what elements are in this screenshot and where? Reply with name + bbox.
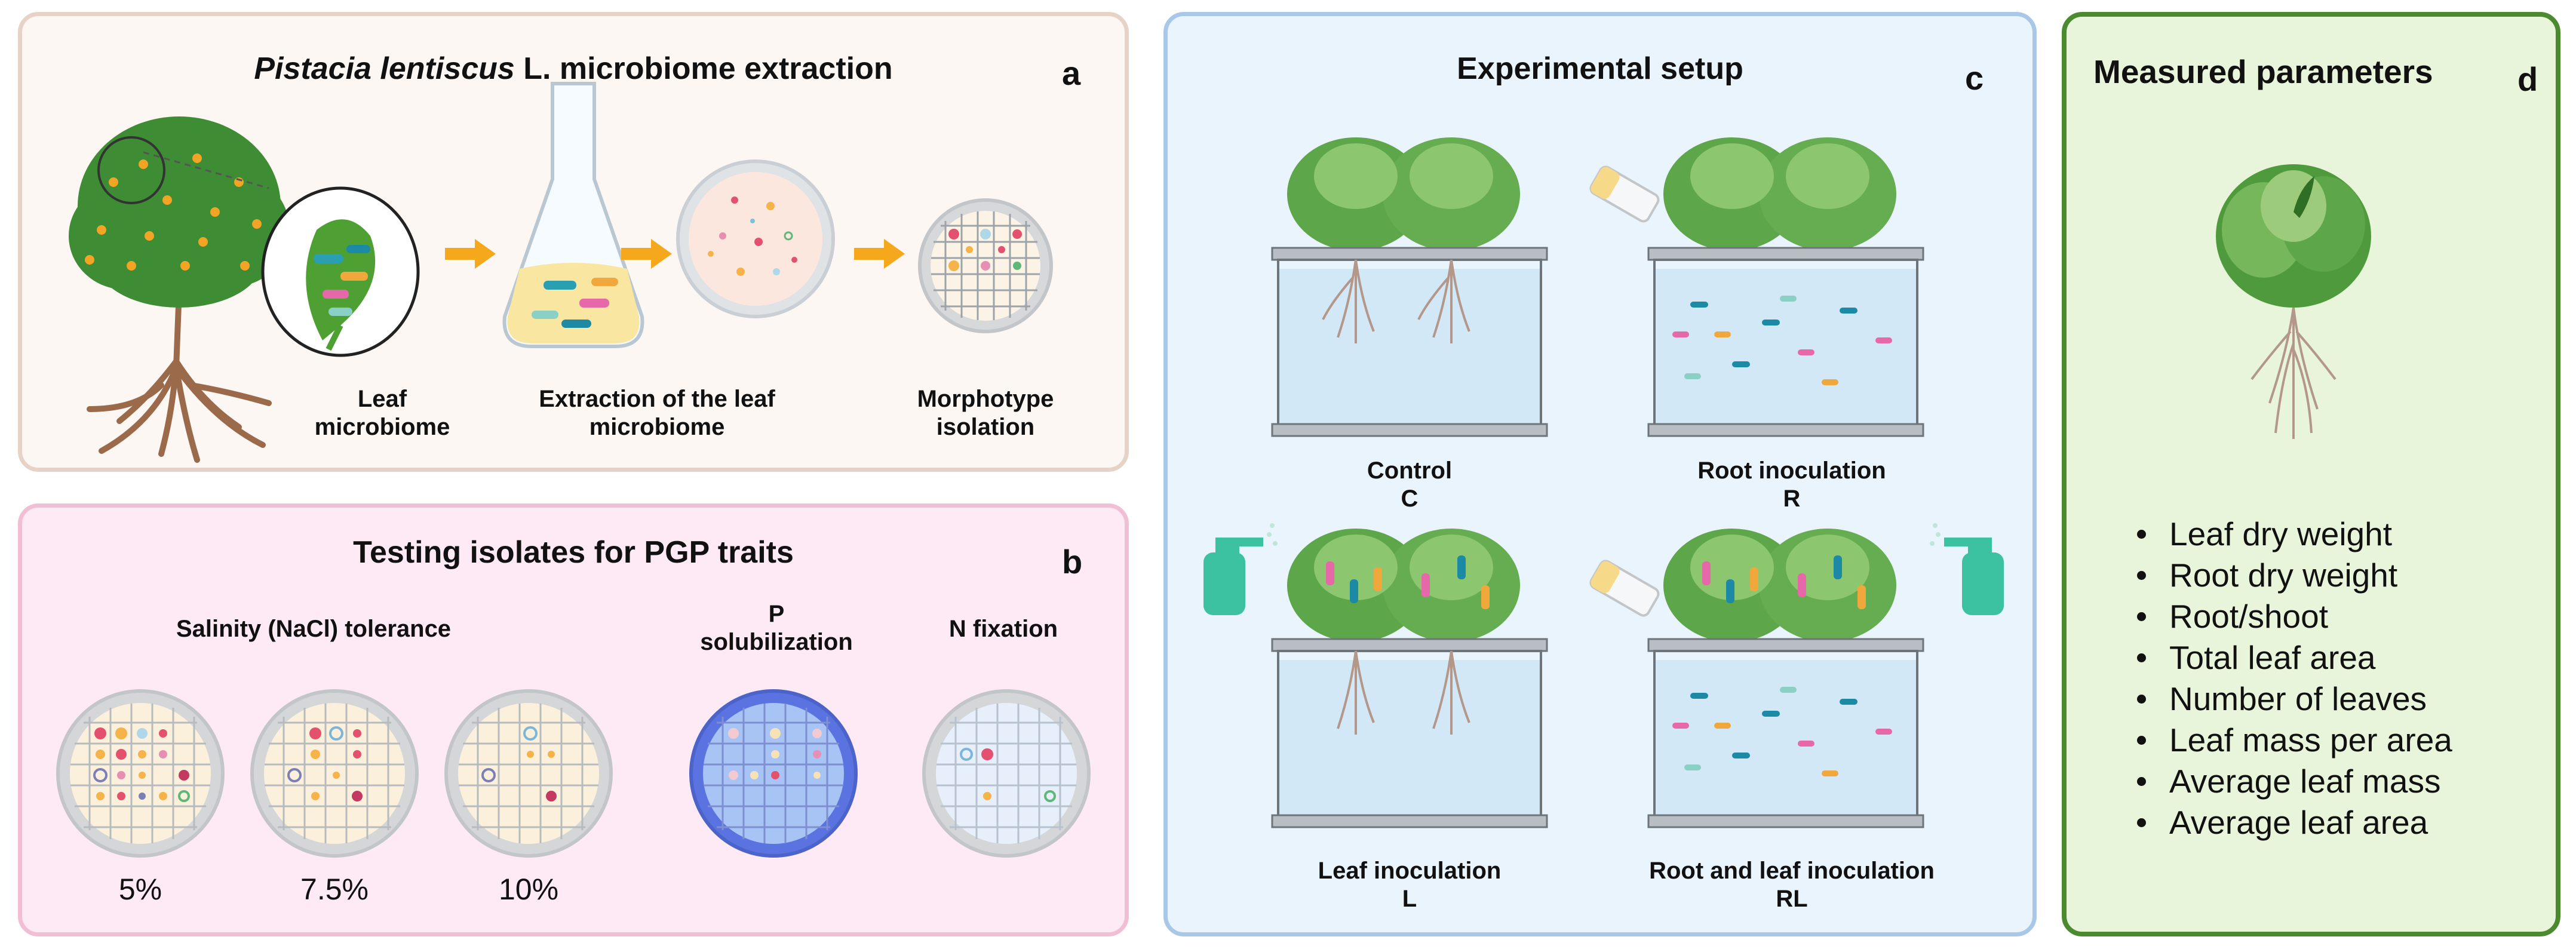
p-solubilization-label: P solubilization (700, 601, 853, 656)
salinity-dish-5 (56, 689, 225, 858)
morphotype-label: Morphotype isolation (917, 386, 1054, 441)
panel-c-title: Experimental setup (1457, 51, 1743, 86)
n-fixation-label: N fixation (948, 616, 1058, 642)
panel-a-letter: a (1062, 54, 1081, 92)
parameter-item: Total leaf area (2132, 637, 2452, 678)
parameter-item: Average leaf mass (2132, 761, 2452, 802)
treatment-root-label: Root inoculation R (1697, 457, 1886, 512)
petri-dish-mixed (676, 159, 835, 318)
concentration-7-5: 7.5% (300, 873, 369, 906)
arrow-icon (621, 239, 672, 269)
parameter-item: Leaf mass per area (2132, 720, 2452, 761)
salinity-label: Salinity (NaCl) tolerance (176, 616, 452, 642)
parameter-item: Leaf dry weight (2132, 514, 2452, 555)
parameter-item: Root dry weight (2132, 555, 2452, 596)
panel-d-title: Measured parameters (2093, 53, 2433, 90)
arrow-icon (854, 239, 905, 269)
petri-dish-grid (918, 198, 1053, 333)
lettuce-plant-illustration (2216, 164, 2371, 439)
sprayer-icon (1930, 523, 2004, 615)
parameter-item: Root/shoot (2132, 596, 2452, 637)
treatment-root-and-leaf-label: Root and leaf inoculation RL (1649, 858, 1935, 913)
zoom-connector (143, 151, 269, 189)
salinity-dish-7-5 (250, 689, 419, 858)
salinity-dish-10 (444, 689, 613, 858)
panel-b-title: Testing isolates for PGP traits (353, 535, 794, 570)
concentration-5: 5% (118, 873, 162, 906)
leaf-zoom-circle (261, 186, 420, 357)
flask-illustration (502, 82, 644, 348)
measured-parameters-list: Leaf dry weight Root dry weight Root/sho… (2132, 514, 2452, 843)
arrow-icon (445, 239, 496, 269)
inoculum-tube-icon (1589, 560, 1660, 617)
concentration-10: 10% (498, 873, 559, 906)
tree-illustration (69, 116, 290, 463)
sprayer-icon (1203, 523, 1278, 615)
treatment-control-label: Control C (1367, 457, 1453, 512)
n-fixation-dish (922, 689, 1091, 858)
tank-control (1271, 137, 1548, 437)
tank-leaf-inoculation (1271, 529, 1548, 828)
inoculum-tube-icon (1589, 165, 1660, 223)
panel-b-letter: b (1062, 543, 1083, 581)
panel-d-letter: d (2517, 60, 2538, 98)
treatment-leaf-label: Leaf inoculation L (1318, 858, 1502, 913)
extraction-label: Extraction of the leaf microbiome (539, 386, 775, 441)
tank-root-inoculation (1647, 137, 1924, 437)
panel-a-title: Pistacia lentiscus L. microbiome extract… (254, 51, 893, 86)
p-solubilization-dish (689, 689, 858, 858)
parameter-item: Average leaf area (2132, 802, 2452, 843)
panel-c-letter: c (1965, 59, 1984, 97)
leaf-microbiome-label: Leaf microbiome (314, 386, 450, 441)
tank-root-and-leaf-inoculation (1647, 529, 1924, 828)
parameter-item: Number of leaves (2132, 678, 2452, 720)
